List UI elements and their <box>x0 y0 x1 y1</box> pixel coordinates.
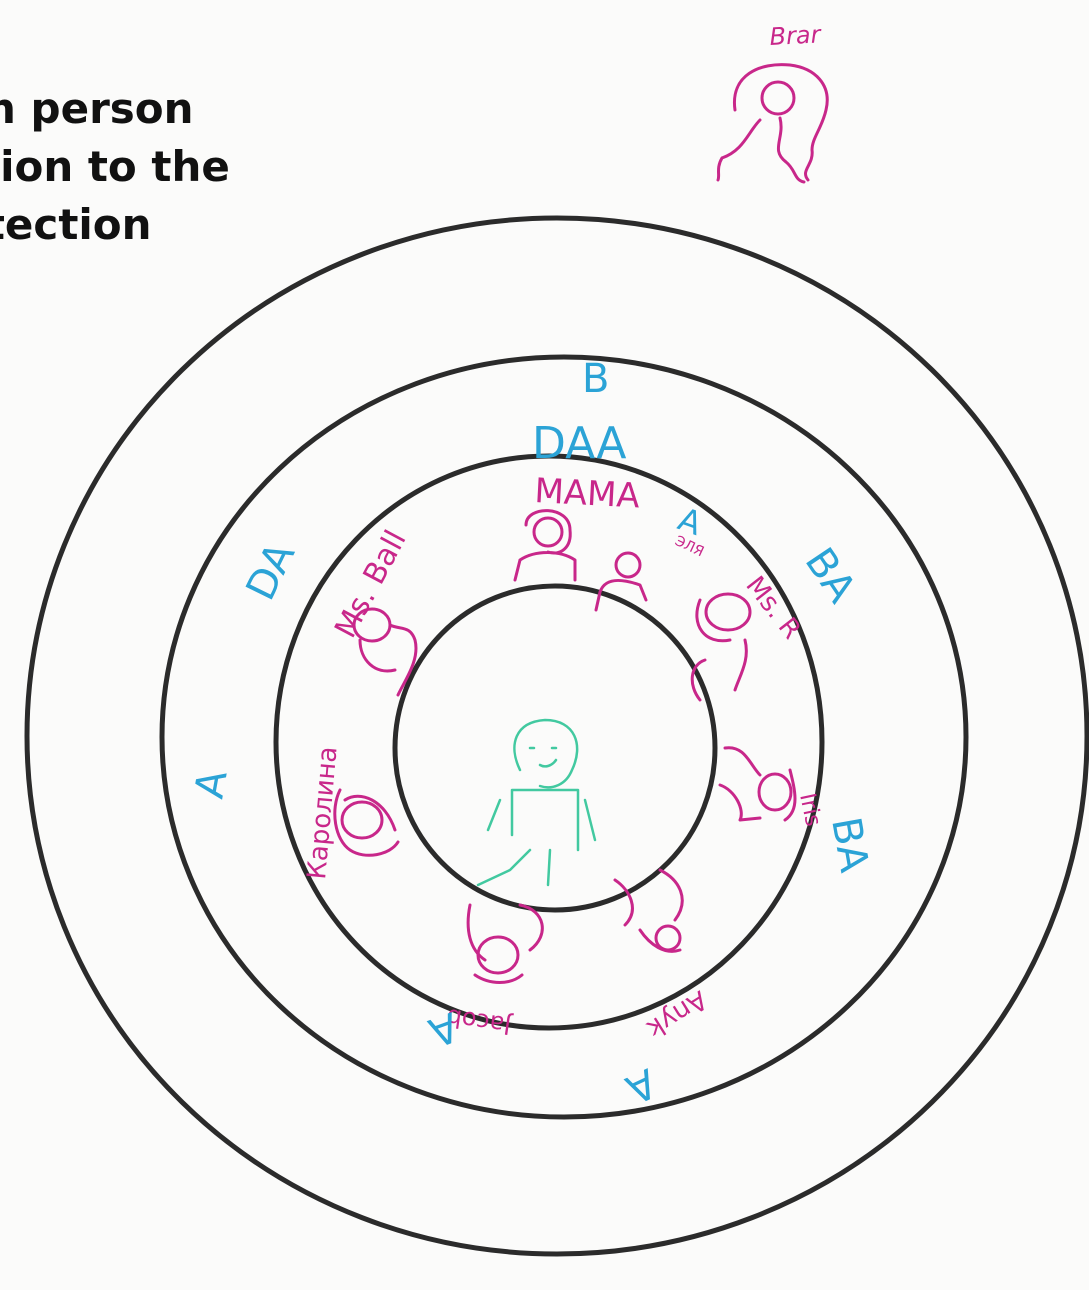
label-left-da: DA <box>238 535 305 607</box>
label-bottom-right-a: A <box>618 1059 663 1113</box>
label-iris-ba: BA <box>822 814 877 877</box>
figure-jacob <box>468 905 542 983</box>
figure-mama <box>515 511 575 580</box>
outside-person-label: Brar <box>769 20 823 51</box>
label-top-b: B <box>582 356 609 402</box>
second-ring <box>162 357 966 1117</box>
label-right-ba: BA <box>796 540 865 612</box>
outer-ring <box>27 218 1087 1254</box>
outside-person-figure <box>718 65 827 182</box>
label-karoline: Каролина <box>302 745 343 880</box>
label-mama-a: A <box>673 500 707 543</box>
label-top-daa: DAA <box>532 418 627 469</box>
center-child-figure <box>478 720 595 885</box>
label-mama: MAMA <box>534 471 641 516</box>
label-left-a: A <box>187 766 237 802</box>
label-iris: Iris <box>794 791 825 829</box>
label-ms-ball: Ms. Ball <box>328 525 413 644</box>
figure-karoline <box>335 790 398 855</box>
third-ring <box>276 456 822 1028</box>
figure-iris <box>720 748 795 820</box>
